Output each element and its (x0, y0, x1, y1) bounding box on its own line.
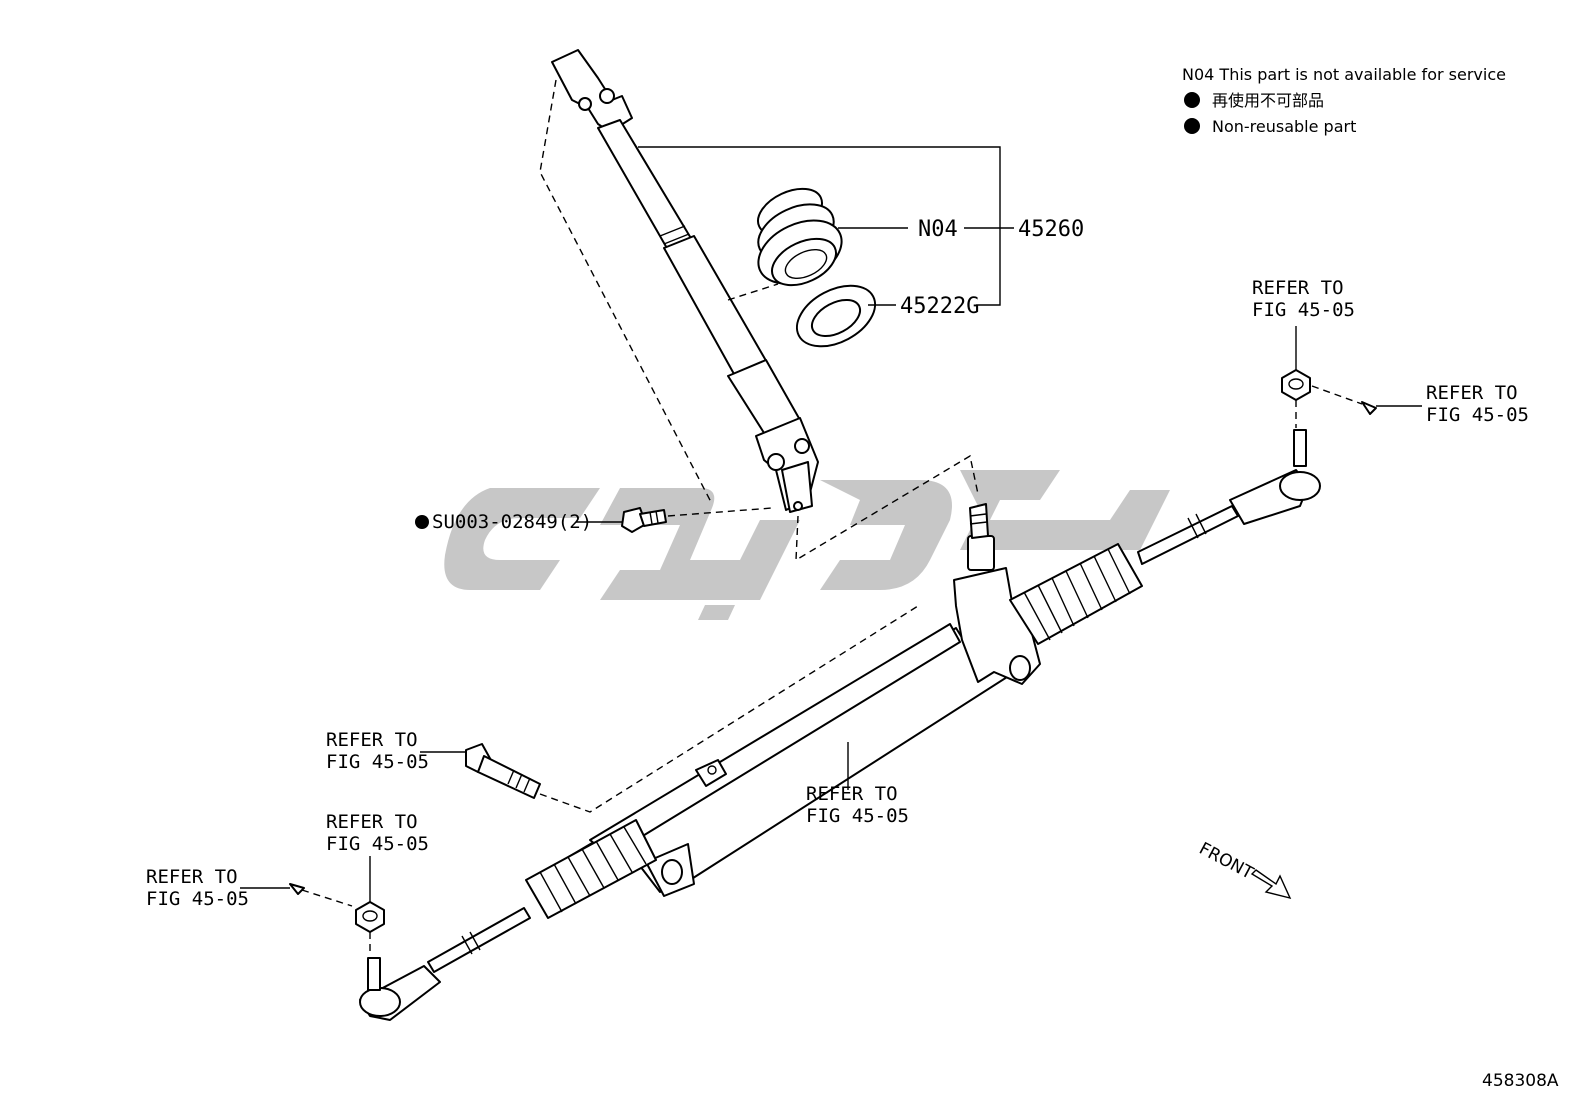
non-reusable-marker-icon (415, 515, 429, 529)
left-tie-rod-end (359, 907, 531, 1021)
callout-su003: SU003-02849(2) (432, 511, 592, 533)
bolt-dashed-leader (539, 605, 919, 813)
mounting-bolt (465, 743, 541, 799)
right-nut (1281, 369, 1311, 401)
front-label: FRONT (1196, 839, 1257, 884)
refer-to-gear-2: FIG 45-05 (806, 805, 909, 827)
refer-to-right-top-1: REFER TO (1252, 277, 1344, 299)
legend-non-reusable-jp: 再使用不可部品 (1212, 91, 1324, 110)
front-arrow-icon (1250, 869, 1292, 900)
callout-45222g: 45222G (900, 294, 979, 319)
boot-dashed-leader (727, 283, 779, 301)
legend-bullet-en-icon (1184, 118, 1200, 134)
legend-non-reusable-en: Non-reusable part (1212, 117, 1356, 136)
refer-to-left-side-1: REFER TO (146, 866, 238, 888)
yoke-bolt (621, 507, 667, 533)
steering-gear-assembly (525, 503, 1143, 919)
left-nut (355, 901, 385, 933)
callout-45260: 45260 (1018, 217, 1084, 242)
figure-number: 458308A (1482, 1071, 1559, 1091)
legend-bullet-jp-icon (1184, 92, 1200, 108)
refer-to-right-side-2: FIG 45-05 (1426, 404, 1529, 426)
steering-column-boot (757, 187, 843, 287)
yoke-dashed-leader (539, 79, 713, 505)
legend-n04-note: N04 This part is not available for servi… (1182, 65, 1506, 84)
bracket-45260 (638, 146, 1001, 306)
hole-cover-seal (795, 284, 877, 348)
refer-to-right-side-1: REFER TO (1426, 382, 1518, 404)
pinion-dashed-leader (795, 454, 979, 562)
refer-to-left-nut-2: FIG 45-05 (326, 833, 429, 855)
intermediate-shaft (551, 49, 819, 513)
refer-to-left-side-2: FIG 45-05 (146, 888, 249, 910)
refer-to-bolt-2: FIG 45-05 (326, 751, 429, 773)
refer-to-bolt-1: REFER TO (326, 729, 418, 751)
refer-to-gear-1: REFER TO (806, 783, 898, 805)
right-tie-rod-end (1137, 429, 1321, 565)
callout-n04: N04 (918, 217, 958, 242)
refer-to-left-nut-1: REFER TO (326, 811, 418, 833)
refer-to-right-top-2: FIG 45-05 (1252, 299, 1355, 321)
